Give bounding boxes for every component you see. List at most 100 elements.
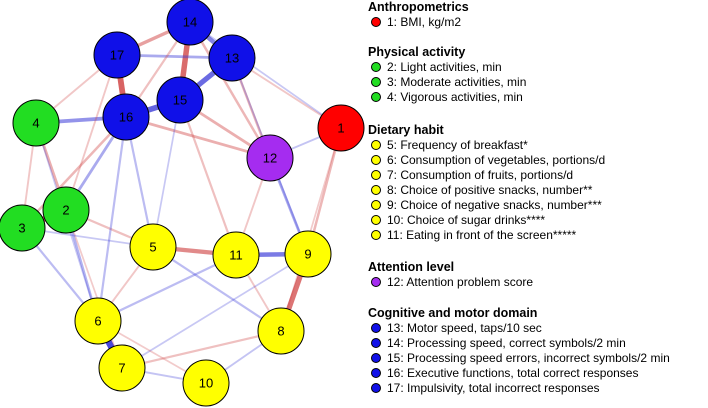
legend-item-label: 2: Light activities, min: [387, 60, 502, 74]
legend-item-label: 9: Choice of negative snacks, number***: [387, 198, 602, 212]
node-color-dot-icon: [371, 322, 381, 333]
edge-6-11: [96, 253, 238, 323]
legend-group-attention-level-title: Attention level: [368, 260, 455, 274]
node-label: 16: [119, 110, 133, 125]
edge-1-8: [280, 127, 342, 332]
node-color-dot-icon: [371, 214, 381, 225]
node-color-dot-icon: [371, 61, 381, 72]
node-color-dot-icon: [371, 367, 381, 378]
legend-item-label: 3: Moderate activities, min: [387, 75, 527, 89]
node-color-dot-icon: [371, 229, 381, 240]
node-label: 11: [229, 248, 243, 263]
node-17: 17: [93, 31, 141, 79]
node-color-dot-icon: [371, 154, 381, 165]
node-8: 8: [257, 307, 305, 355]
legend-item-13: 13: Motor speed, taps/10 sec: [368, 321, 542, 335]
node-color-dot-icon: [371, 382, 381, 393]
legend-group-cognitive-motor-title: Cognitive and motor domain: [368, 306, 538, 320]
legend-item-label: 14: Processing speed, correct symbols/2 …: [387, 336, 626, 350]
legend-item-5: 5: Frequency of breakfast*: [368, 138, 528, 152]
node-label: 1: [337, 121, 344, 136]
legend-item-15: 15: Processing speed errors, incorrect s…: [368, 351, 670, 365]
legend-item-14: 14: Processing speed, correct symbols/2 …: [368, 336, 626, 350]
node-circle: [166, 0, 214, 46]
node-13: 13: [208, 34, 256, 82]
legend-item-9: 9: Choice of negative snacks, number***: [368, 198, 602, 212]
node-circle: [12, 99, 60, 147]
edge-15-5: [152, 99, 181, 248]
legend-item-label: 12: Attention problem score: [387, 275, 534, 289]
node-label: 6: [94, 314, 101, 329]
node-16: 16: [102, 93, 150, 141]
legend-group-anthropometrics-title: Anthropometrics: [368, 0, 469, 14]
legend-item-3: 3: Moderate activities, min: [368, 75, 526, 89]
node-color-dot-icon: [371, 76, 381, 87]
legend-item-label: 1: BMI, kg/m2: [387, 15, 462, 29]
node-circle: [93, 31, 141, 79]
node-label: 14: [183, 15, 197, 30]
legend-item-label: 10: Choice of sugar drinks****: [387, 213, 546, 227]
legend-item-1: 1: BMI, kg/m2: [368, 15, 461, 29]
node-circle: [246, 134, 294, 182]
node-circle: [317, 104, 365, 152]
legend-item-4: 4: Vigorous activities, min: [368, 90, 523, 104]
node-label: 8: [277, 324, 284, 339]
node-color-dot-icon: [371, 169, 381, 180]
node-label: 12: [263, 151, 277, 166]
legend-item-12: 12: Attention problem score: [368, 275, 533, 289]
edge-14-1: [189, 21, 342, 129]
legend-item-label: 16: Executive functions, total correct r…: [387, 366, 639, 380]
node-circle: [0, 204, 46, 252]
legend-item-label: 4: Vigorous activities, min: [387, 90, 523, 104]
node-14: 14: [166, 0, 214, 46]
node-label: 9: [304, 247, 311, 262]
node-label: 17: [110, 48, 124, 63]
legend-item-label: 6: Consumption of vegetables, portions/d: [387, 153, 606, 167]
legend-item-8: 8: Choice of positive snacks, number**: [368, 183, 592, 197]
node-circle: [182, 359, 230, 407]
legend-group-physical-activity-title: Physical activity: [368, 45, 466, 59]
edge-17-2: [65, 54, 118, 211]
legend-item-label: 17: Impulsivity, total incorrect respons…: [387, 381, 600, 395]
edge-7-8: [120, 329, 283, 370]
legend-item-10: 10: Choice of sugar drinks****: [368, 213, 545, 227]
node-1: 1: [317, 104, 365, 152]
legend-item-label: 8: Choice of positive snacks, number**: [387, 183, 593, 197]
legend-item-label: 7: Consumption of fruits, portions/d: [387, 168, 574, 182]
legend-item-6: 6: Consumption of vegetables, portions/d: [368, 153, 605, 167]
node-circle: [284, 230, 332, 278]
legend-item-label: 5: Frequency of breakfast*: [387, 138, 528, 152]
node-circle: [102, 93, 150, 141]
node-circle: [74, 297, 122, 345]
edge-14-12: [188, 20, 272, 160]
node-circle: [42, 186, 90, 234]
node-label: 15: [173, 93, 187, 108]
node-circle: [98, 344, 146, 392]
node-label: 7: [118, 361, 125, 376]
edge-9-7: [121, 253, 309, 369]
node-7: 7: [98, 344, 146, 392]
edge-16-6: [96, 115, 128, 323]
node-circle: [257, 307, 305, 355]
legend-item-16: 16: Executive functions, total correct r…: [368, 366, 638, 380]
node-color-dot-icon: [371, 199, 381, 210]
edge-5-8: [151, 245, 283, 333]
legend-item-11: 11: Eating in front of the screen*****: [368, 228, 576, 242]
edge-16-12: [124, 115, 272, 160]
node-circle: [212, 231, 260, 279]
node-label: 13: [225, 51, 239, 66]
legend-item-2: 2: Light activities, min: [368, 60, 502, 74]
node-4: 4: [12, 99, 60, 147]
node-label: 3: [18, 221, 25, 236]
legend-item-label: 11: Eating in front of the screen*****: [387, 228, 577, 242]
node-label: 10: [199, 376, 213, 391]
node-10: 10: [182, 359, 230, 407]
node-label: 2: [62, 203, 69, 218]
node-2: 2: [42, 186, 90, 234]
node-color-dot-icon: [371, 352, 381, 363]
node-6: 6: [74, 297, 122, 345]
legend-item-label: 15: Processing speed errors, incorrect s…: [387, 351, 670, 365]
node-color-dot-icon: [371, 337, 381, 348]
edge-15-11: [178, 98, 238, 257]
